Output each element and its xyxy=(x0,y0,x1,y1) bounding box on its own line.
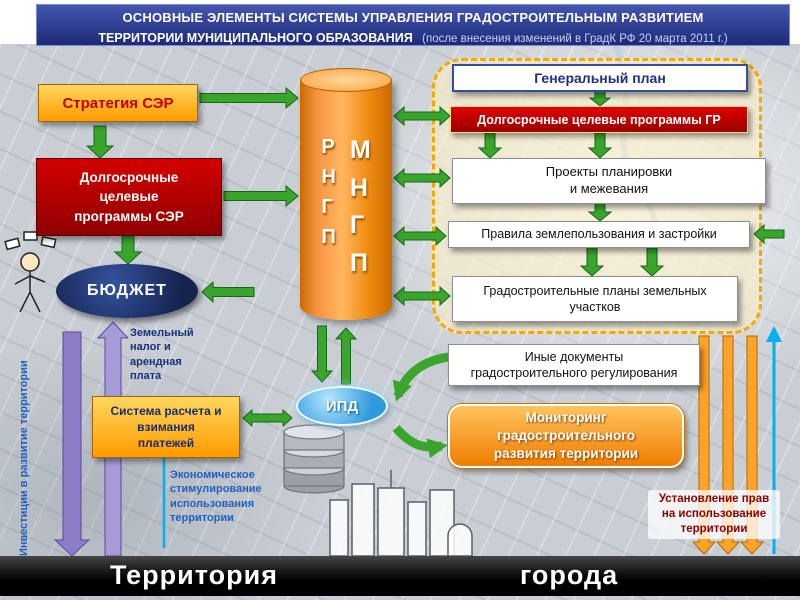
ipd-ellipse: ИПД xyxy=(296,386,388,426)
rights-establishment-note: Установление прав на использование терри… xyxy=(648,490,780,539)
landuse-rules-box: Правила землепользования и застройки xyxy=(448,221,750,248)
arrow-strategy-down xyxy=(85,125,115,159)
cylinder-letters: Р Н Г П М Н Г П xyxy=(300,132,392,282)
payment-system-label: Система расчета и взимания платежей xyxy=(110,403,222,451)
planning-projects-box: Проекты планировки и межевания xyxy=(452,158,766,204)
ipd-label: ИПД xyxy=(325,397,359,415)
other-documents-box: Иные документы градостроительного регули… xyxy=(448,344,700,386)
monitoring-label: Мониторинг градостроительного развития т… xyxy=(493,409,639,462)
rights-connector-arrowhead xyxy=(766,326,782,342)
investments-note: Инвестиции в развитие территории xyxy=(18,360,30,556)
strategy-ser-label: Стратегия СЭР xyxy=(62,94,174,112)
arrow-programs-ser-to-cylinder xyxy=(223,184,299,208)
arrow-rules-down-2 xyxy=(639,247,665,277)
slide-title-line2: ТЕРРИТОРИИ МУНИЦИПАЛЬНОГО ОБРАЗОВАНИЯ (п… xyxy=(37,27,789,49)
money-figure-illustration xyxy=(4,231,57,313)
arrow-cylinder-panel-1 xyxy=(393,105,451,127)
payment-system-box: Система расчета и взимания платежей xyxy=(92,396,240,458)
general-plan-label: Генеральный план xyxy=(534,70,666,86)
arrow-programs-gr-down-2 xyxy=(587,132,613,159)
cylinder-top xyxy=(300,68,392,92)
target-programs-gr-box: Долгосрочные целевые программы ГР xyxy=(450,106,748,133)
arrow-cylinder-to-ipd-down xyxy=(310,325,334,383)
arrow-rights-orange-3 xyxy=(739,335,765,555)
budget-ellipse: БЮДЖЕТ xyxy=(56,264,198,318)
plot-plans-label: Градостроительные планы земельных участк… xyxy=(483,283,707,314)
plot-plans-box: Градостроительные планы земельных участк… xyxy=(452,276,738,322)
arrow-cylinder-panel-4 xyxy=(393,285,451,307)
economic-stimulus-note: Экономическое стимулирование использован… xyxy=(170,469,262,524)
arrow-rules-down-1 xyxy=(579,247,605,277)
arrow-rights-orange-1 xyxy=(691,335,717,555)
slide-title-line1: ОСНОВНЫЕ ЭЛЕМЕНТЫ СИСТЕМЫ УПРАВЛЕНИЯ ГРА… xyxy=(122,10,704,25)
territory-label: Территория xyxy=(110,560,278,590)
territory-city-band: Территория города xyxy=(0,556,800,596)
budget-label: БЮДЖЕТ xyxy=(87,282,167,299)
arrow-strategy-to-cylinder xyxy=(199,86,299,110)
target-programs-ser-box: Долгосрочные целевые программы СЭР xyxy=(36,158,222,236)
arrow-programs-gr-down-1 xyxy=(477,132,503,159)
land-tax-note: Земельный налог и арендная плата xyxy=(130,327,194,382)
arrow-ipd-to-cylinder-up xyxy=(334,327,358,385)
monitoring-box: Мониторинг градостроительного развития т… xyxy=(448,404,684,468)
strategy-ser-box: Стратегия СЭР xyxy=(38,84,198,122)
rngp-label: Р Н Г П xyxy=(321,136,336,248)
arrow-investments-down xyxy=(53,331,91,557)
mngp-label: М Н Г П xyxy=(349,136,371,277)
city-label: города xyxy=(520,560,619,590)
planning-projects-label: Проекты планировки и межевания xyxy=(545,164,673,196)
arrow-projects-down xyxy=(587,202,613,222)
arrow-rights-orange-2 xyxy=(715,335,741,555)
arrow-into-rules-left xyxy=(753,223,785,245)
landuse-rules-label: Правила землепользования и застройки xyxy=(481,227,717,242)
arrow-genplan-down xyxy=(588,90,612,107)
rngp-mngp-cylinder: Р Н Г П М Н Г П xyxy=(300,68,392,320)
slide-title-line2-main: ТЕРРИТОРИИ МУНИЦИПАЛЬНОГО ОБРАЗОВАНИЯ xyxy=(98,30,413,45)
arrow-ipd-to-monitoring-curve xyxy=(392,424,448,459)
other-documents-label: Иные документы градостроительного регули… xyxy=(470,349,678,380)
target-programs-gr-label: Долгосрочные целевые программы ГР xyxy=(477,112,721,127)
database-icon xyxy=(283,424,345,494)
arrow-payment-ipd xyxy=(242,408,293,428)
target-programs-ser-label: Долгосрочные целевые программы СЭР xyxy=(74,169,184,224)
arrow-programs-ser-down xyxy=(113,235,143,265)
arrow-center-to-budget xyxy=(201,280,255,304)
slide-title-banner: ОСНОВНЫЕ ЭЛЕМЕНТЫ СИСТЕМЫ УПРАВЛЕНИЯ ГРА… xyxy=(36,4,790,46)
general-plan-box: Генеральный план xyxy=(452,64,748,92)
arrow-cylinder-panel-3 xyxy=(393,225,447,247)
arrow-cylinder-panel-2 xyxy=(393,167,451,189)
slide-title-note: (после внесения изменений в ГрадК РФ 20 … xyxy=(422,32,728,45)
